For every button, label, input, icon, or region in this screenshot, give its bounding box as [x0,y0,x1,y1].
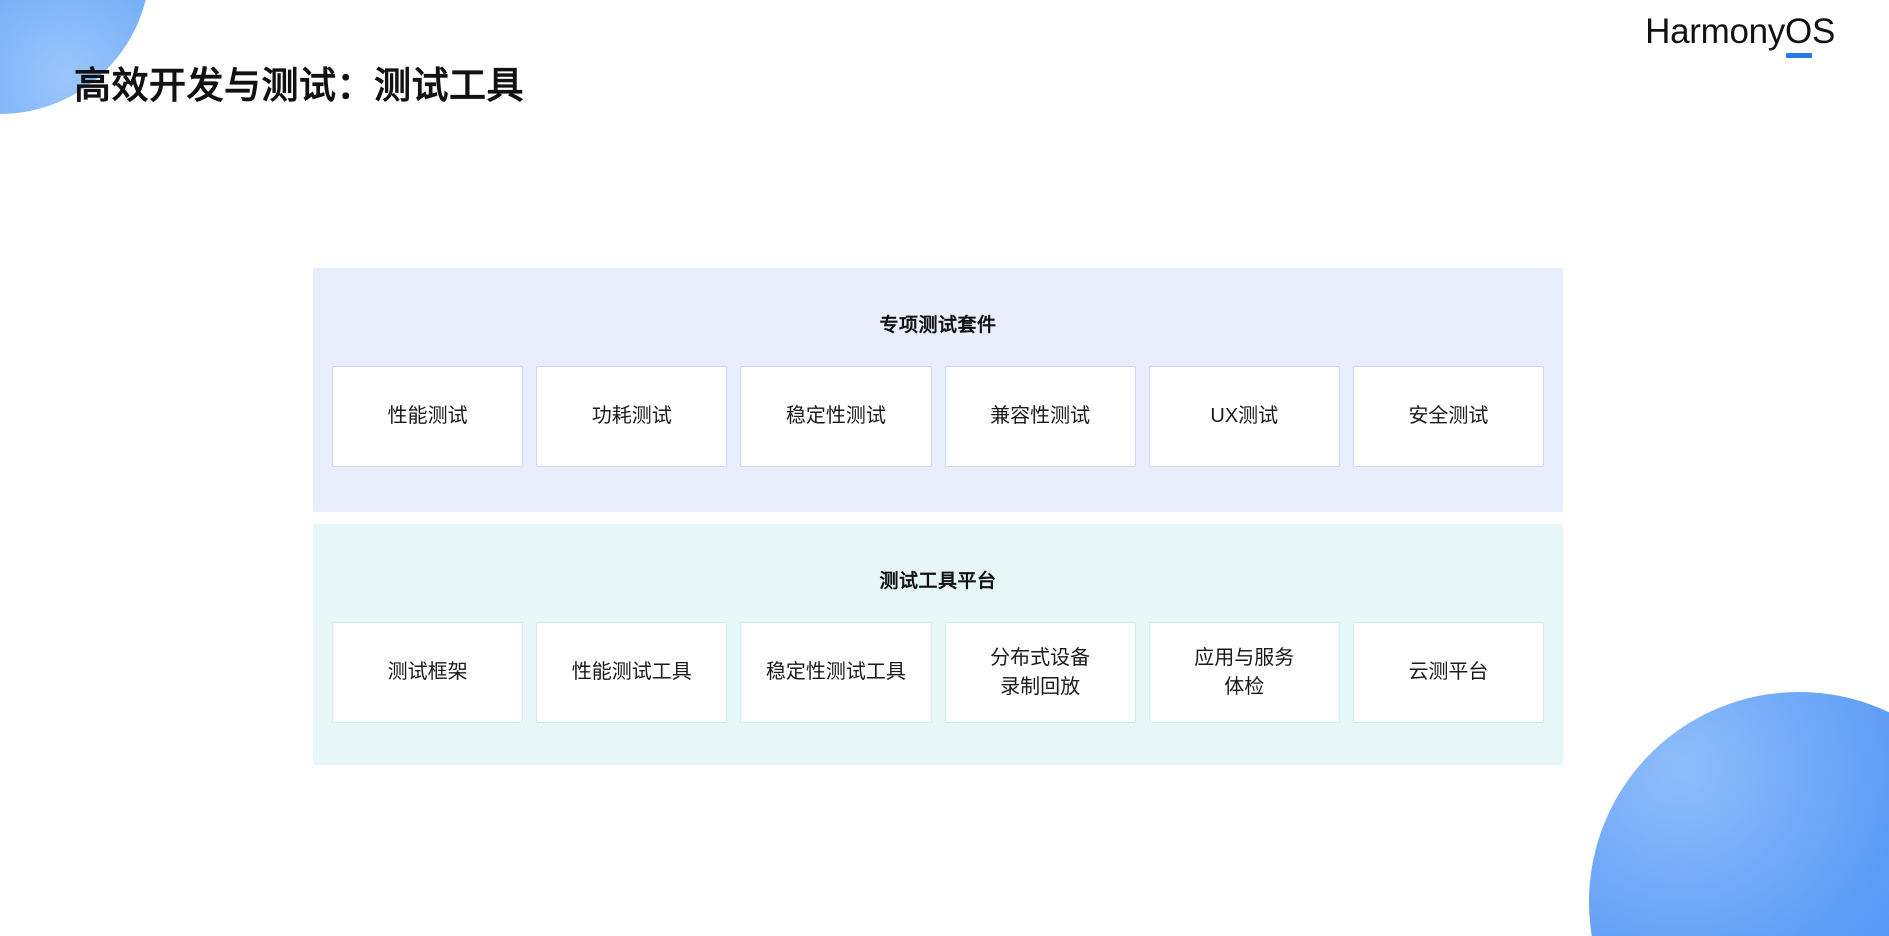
decorative-blob-bottom-right [1589,692,1889,936]
card-row-specialized-test-suite: 性能测试 功耗测试 稳定性测试 兼容性测试 UX测试 安全测试 [313,366,1563,467]
card-label: 功耗测试 [591,405,672,428]
card-performance-test[interactable]: 性能测试 [332,366,524,467]
card-label: 安全测试 [1408,405,1489,428]
card-label: 测试框架 [387,661,468,684]
card-power-consumption-test[interactable]: 功耗测试 [536,366,728,467]
card-label: 稳定性测试 [785,405,886,428]
brand-name-os: OS [1785,12,1835,51]
panel-test-tool-platform: 测试工具平台 测试框架 性能测试工具 稳定性测试工具 分布式设备 录制回放 应用… [313,524,1563,765]
card-label: 性能测试工具 [571,661,692,684]
page-title: 高效开发与测试：测试工具 [74,65,524,106]
card-distributed-device-record-replay[interactable]: 分布式设备 录制回放 [944,622,1136,723]
card-compatibility-test[interactable]: 兼容性测试 [944,366,1136,467]
brand-underline-accent [1786,53,1813,58]
card-app-and-service-health-check[interactable]: 应用与服务 体检 [1148,622,1340,723]
card-test-framework[interactable]: 测试框架 [332,622,524,723]
harmonyos-logo: Harmony OS [1645,12,1835,58]
card-label: UX测试 [1210,405,1279,428]
panel-heading-specialized-test-suite: 专项测试套件 [879,315,997,336]
card-label: 性能测试 [387,405,468,428]
card-label: 分布式设备 录制回放 [990,647,1091,698]
card-security-test[interactable]: 安全测试 [1352,366,1545,467]
card-stability-test-tool[interactable]: 稳定性测试工具 [740,622,932,723]
card-row-test-tool-platform: 测试框架 性能测试工具 稳定性测试工具 分布式设备 录制回放 应用与服务 体检 … [313,622,1563,723]
card-cloud-test-platform[interactable]: 云测平台 [1352,622,1545,723]
card-label: 稳定性测试工具 [765,661,906,684]
card-ux-test[interactable]: UX测试 [1148,366,1340,467]
brand-os-wrap: OS [1785,12,1835,58]
brand-name-main: Harmony [1645,12,1786,51]
card-label: 云测平台 [1408,661,1489,684]
card-performance-test-tool[interactable]: 性能测试工具 [536,622,728,723]
panel-specialized-test-suite: 专项测试套件 性能测试 功耗测试 稳定性测试 兼容性测试 UX测试 安全测试 [313,268,1563,512]
panel-heading-test-tool-platform: 测试工具平台 [879,571,997,592]
card-label: 应用与服务 体检 [1194,647,1295,698]
card-label: 兼容性测试 [990,405,1091,428]
card-stability-test[interactable]: 稳定性测试 [740,366,932,467]
